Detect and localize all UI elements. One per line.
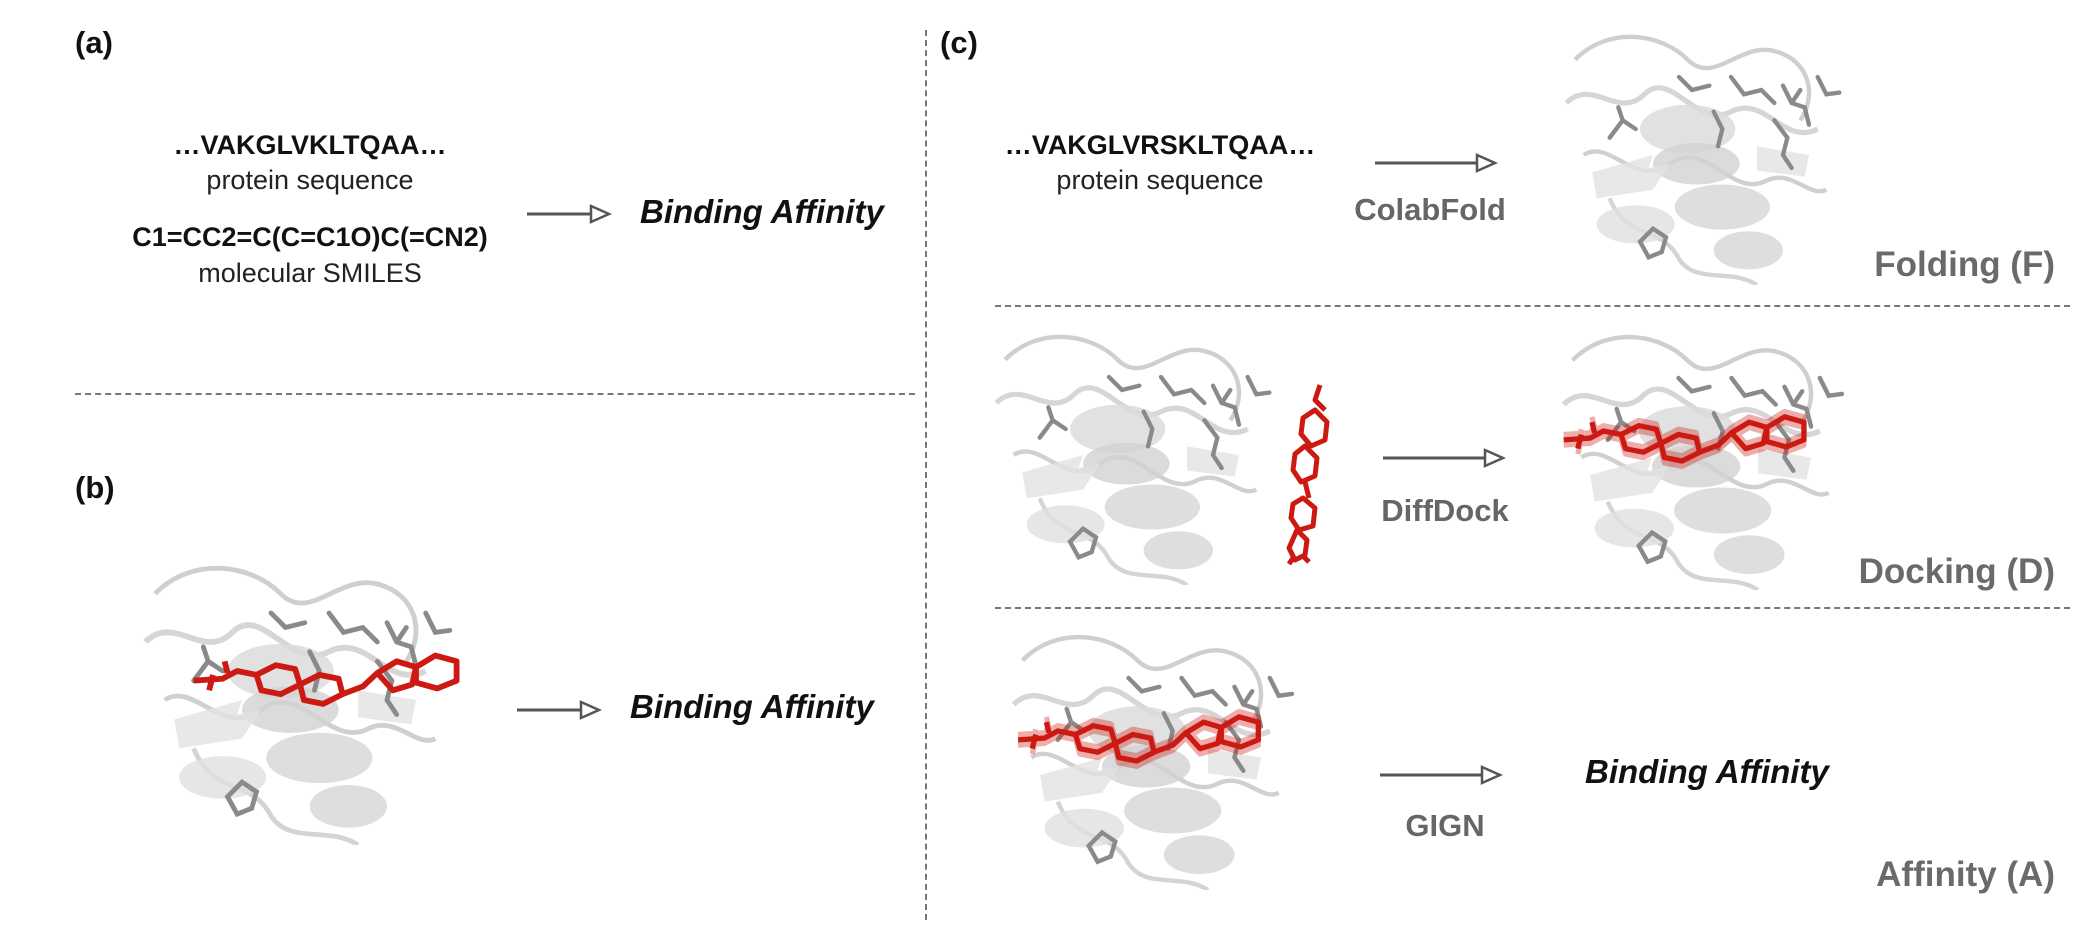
panel-a-sequence-caption: protein sequence bbox=[206, 165, 414, 195]
docked-complex-structure bbox=[1540, 325, 1870, 590]
horizontal-divider-a-b bbox=[75, 393, 915, 395]
folding-stage-label: Folding (F) bbox=[1874, 245, 2055, 284]
panel-a-smiles: C1=CC2=C(C=C1O)C(=CN2) bbox=[132, 222, 488, 252]
folding-arrow bbox=[1375, 153, 1499, 173]
panel-c-label: (c) bbox=[940, 25, 978, 60]
gign-label: GIGN bbox=[1405, 808, 1485, 843]
panel-c-sequence: …VAKGLVRSKLTQAA… bbox=[1004, 130, 1316, 160]
panel-b-arrow bbox=[517, 700, 603, 720]
panel-c-sequence-caption: protein sequence bbox=[1056, 165, 1264, 195]
horizontal-divider-c-folding-docking bbox=[995, 305, 2070, 307]
docking-input-protein bbox=[975, 325, 1295, 585]
affinity-arrow bbox=[1380, 765, 1504, 785]
vertical-divider bbox=[925, 30, 927, 920]
panel-b-label: (b) bbox=[75, 470, 115, 505]
colabfold-label: ColabFold bbox=[1354, 192, 1506, 227]
horizontal-divider-c-docking-affinity bbox=[995, 607, 2070, 609]
panel-a-binding-affinity: Binding Affinity bbox=[640, 193, 884, 230]
diffdock-label: DiffDock bbox=[1381, 493, 1509, 528]
panel-b-complex-structure bbox=[115, 555, 485, 845]
panel-a-smiles-caption: molecular SMILES bbox=[198, 258, 422, 288]
panel-c-binding-affinity: Binding Affinity bbox=[1585, 753, 1829, 790]
docking-input-ligand bbox=[1286, 384, 1330, 565]
affinity-stage-label: Affinity (A) bbox=[1876, 855, 2055, 894]
panel-a-arrow bbox=[527, 204, 613, 224]
affinity-complex-structure bbox=[995, 625, 1315, 890]
panel-b-binding-affinity: Binding Affinity bbox=[630, 688, 874, 725]
folded-protein-structure bbox=[1540, 25, 1870, 285]
panel-a-label: (a) bbox=[75, 25, 113, 60]
panel-a-sequence: …VAKGLVKLTQAA… bbox=[173, 130, 447, 160]
docking-stage-label: Docking (D) bbox=[1858, 552, 2055, 591]
docking-arrow bbox=[1383, 448, 1507, 468]
